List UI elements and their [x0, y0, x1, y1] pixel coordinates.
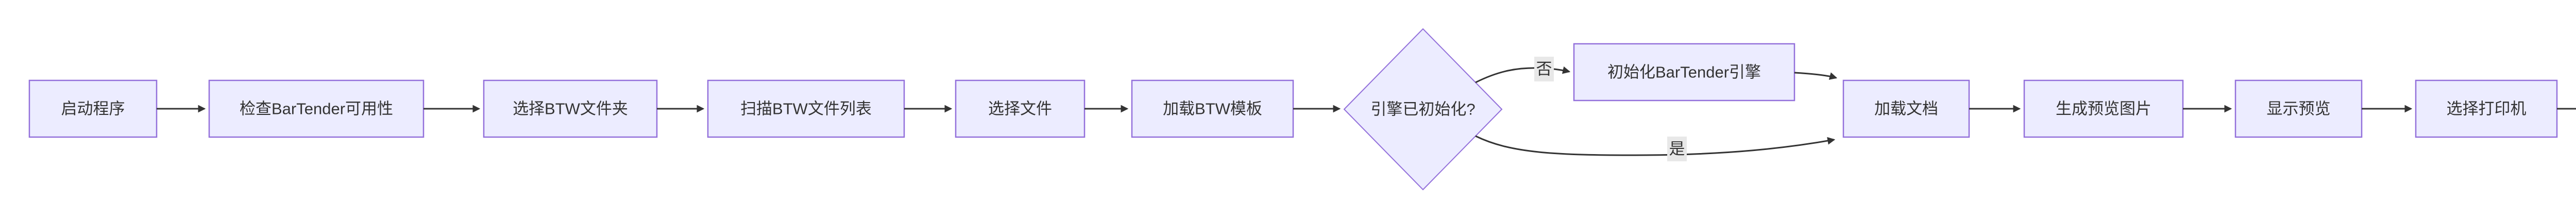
- flow-node-load_tpl: 加载BTW模板: [1131, 79, 1294, 138]
- edge-label-background: [1534, 57, 1554, 81]
- flow-node-label: 选择文件: [988, 100, 1052, 118]
- process-rect-shape: [28, 79, 158, 138]
- flow-node-printer: 选择打印机: [2415, 79, 2558, 138]
- flow-node-label: 初始化BarTender引擎: [1607, 63, 1761, 81]
- flow-node-engine_q: 引擎已初始化?: [1343, 28, 1503, 191]
- process-rect-shape: [208, 79, 425, 138]
- flow-node-init_engine: 初始化BarTender引擎: [1573, 43, 1795, 102]
- flow-edge-engine_q-load_doc: [1475, 135, 1836, 156]
- edge-label-text: 是: [1669, 140, 1685, 158]
- flow-node-label: 引擎已初始化?: [1370, 100, 1475, 119]
- flow-node-folder: 选择BTW文件夹: [483, 79, 658, 138]
- edge-label-是: 是: [1667, 137, 1687, 161]
- flow-node-scan: 扫描BTW文件列表: [707, 79, 905, 138]
- process-rect-shape: [955, 79, 1086, 138]
- process-rect-shape: [2234, 79, 2363, 138]
- flow-node-label: 检查BarTender可用性: [240, 100, 393, 118]
- flow-node-start: 启动程序: [28, 79, 158, 138]
- flow-node-label: 选择BTW文件夹: [513, 100, 628, 118]
- flow-node-check: 检查BarTender可用性: [208, 79, 425, 138]
- flow-node-label: 生成预览图片: [2056, 100, 2151, 118]
- process-rect-shape: [1131, 79, 1294, 138]
- flow-node-load_doc: 加载文档: [1842, 79, 1970, 138]
- process-rect-shape: [707, 79, 905, 138]
- process-rect-shape: [483, 79, 658, 138]
- flow-edge-engine_q-init_engine: [1475, 66, 1571, 83]
- edge-label-background: [1667, 137, 1687, 161]
- edge-label-text: 否: [1536, 60, 1552, 78]
- flow-node-label: 加载文档: [1874, 100, 1938, 118]
- flow-node-label: 启动程序: [61, 100, 125, 118]
- flow-node-label: 扫描BTW文件列表: [740, 100, 872, 118]
- flow-node-label: 显示预览: [2267, 100, 2331, 118]
- flow-node-show_preview: 显示预览: [2234, 79, 2363, 138]
- edge-label-否: 否: [1534, 57, 1554, 81]
- flow-edge-init_engine-load_doc: [1794, 72, 1838, 80]
- flow-node-label: 加载BTW模板: [1163, 100, 1262, 118]
- flow-node-select: 选择文件: [955, 79, 1086, 138]
- flow-node-gen_preview: 生成预览图片: [2023, 79, 2184, 138]
- decision-diamond-shape: [1343, 28, 1503, 191]
- flow-node-label: 选择打印机: [2447, 100, 2527, 118]
- process-rect-shape: [1573, 43, 1795, 102]
